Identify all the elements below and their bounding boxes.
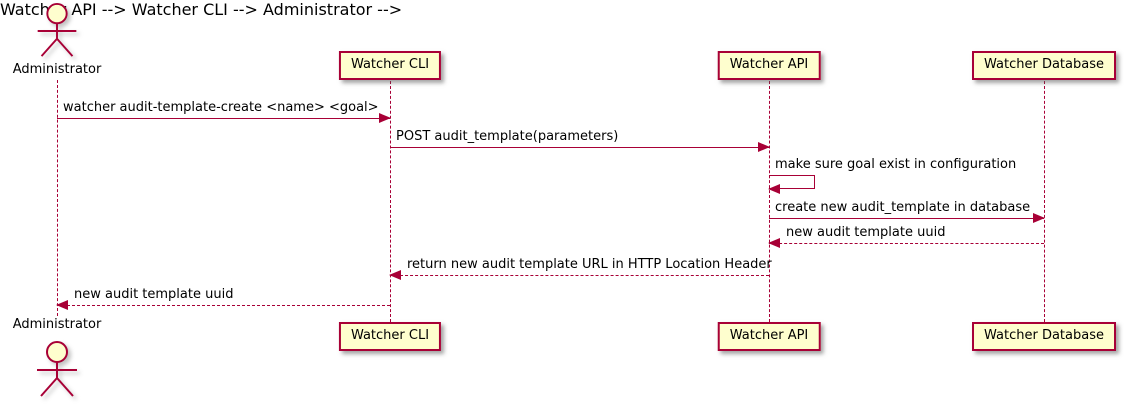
message-label: return new audit template URL in HTTP Lo…: [407, 257, 772, 272]
participant-watcher-cli-bottom: Watcher CLI: [338, 322, 442, 351]
lifeline-watcher-database: [1044, 81, 1045, 322]
message-new-uuid-to-api: new audit template uuid: [768, 225, 1044, 248]
message-label: watcher audit-template-create <name> <go…: [63, 100, 379, 115]
message-check-goal-self: make sure goal exist in configuration: [768, 157, 1017, 194]
arrowhead-right-icon: [758, 142, 770, 152]
lifeline-watcher-api: [769, 81, 770, 322]
message-arrow-line: [769, 213, 1045, 223]
administrator-label-bottom: Administrator: [12, 317, 102, 332]
message-arrow-line: [56, 300, 390, 310]
self-message-loop: [768, 175, 815, 194]
arrowhead-right-icon: [379, 113, 391, 123]
message-label: POST audit_template(parameters): [396, 129, 619, 144]
message-audit-template-create: watcher audit-template-create <name> <go…: [57, 100, 391, 123]
message-arrow-line: [390, 142, 770, 152]
message-arrow-line: [768, 238, 1044, 248]
administrator-label-top: Administrator: [12, 62, 102, 77]
message-label: new audit template uuid: [74, 287, 234, 302]
participant-watcher-api-top: Watcher API: [717, 51, 821, 80]
lifeline-watcher-cli: [390, 81, 391, 322]
message-return-url-location-header: return new audit template URL in HTTP Lo…: [389, 257, 772, 280]
message-label: make sure goal exist in configuration: [775, 157, 1017, 172]
message-arrow-line: [57, 113, 391, 123]
administrator-actor-icon: [37, 2, 77, 57]
participant-watcher-database-bottom: Watcher Database: [972, 322, 1116, 351]
participant-watcher-database-top: Watcher Database: [972, 51, 1116, 80]
arrowhead-right-icon: [1033, 213, 1045, 223]
administrator-actor-icon: [37, 341, 77, 397]
message-create-audit-template-db: create new audit_template in database: [769, 200, 1045, 223]
message-post-audit-template: POST audit_template(parameters): [390, 129, 770, 152]
message-label: new audit template uuid: [786, 225, 946, 240]
lifeline-administrator: [57, 80, 58, 316]
message-new-uuid-to-admin: new audit template uuid: [56, 287, 390, 310]
message-arrow-line: [389, 270, 769, 280]
participant-watcher-cli-top: Watcher CLI: [338, 51, 442, 80]
arrowhead-left-icon: [389, 270, 401, 280]
message-label: create new audit_template in database: [775, 200, 1031, 215]
arrowhead-left-icon: [768, 238, 780, 248]
participant-watcher-api-bottom: Watcher API: [717, 322, 821, 351]
arrowhead-left-icon: [56, 300, 68, 310]
arrowhead-left-icon: [768, 184, 780, 194]
